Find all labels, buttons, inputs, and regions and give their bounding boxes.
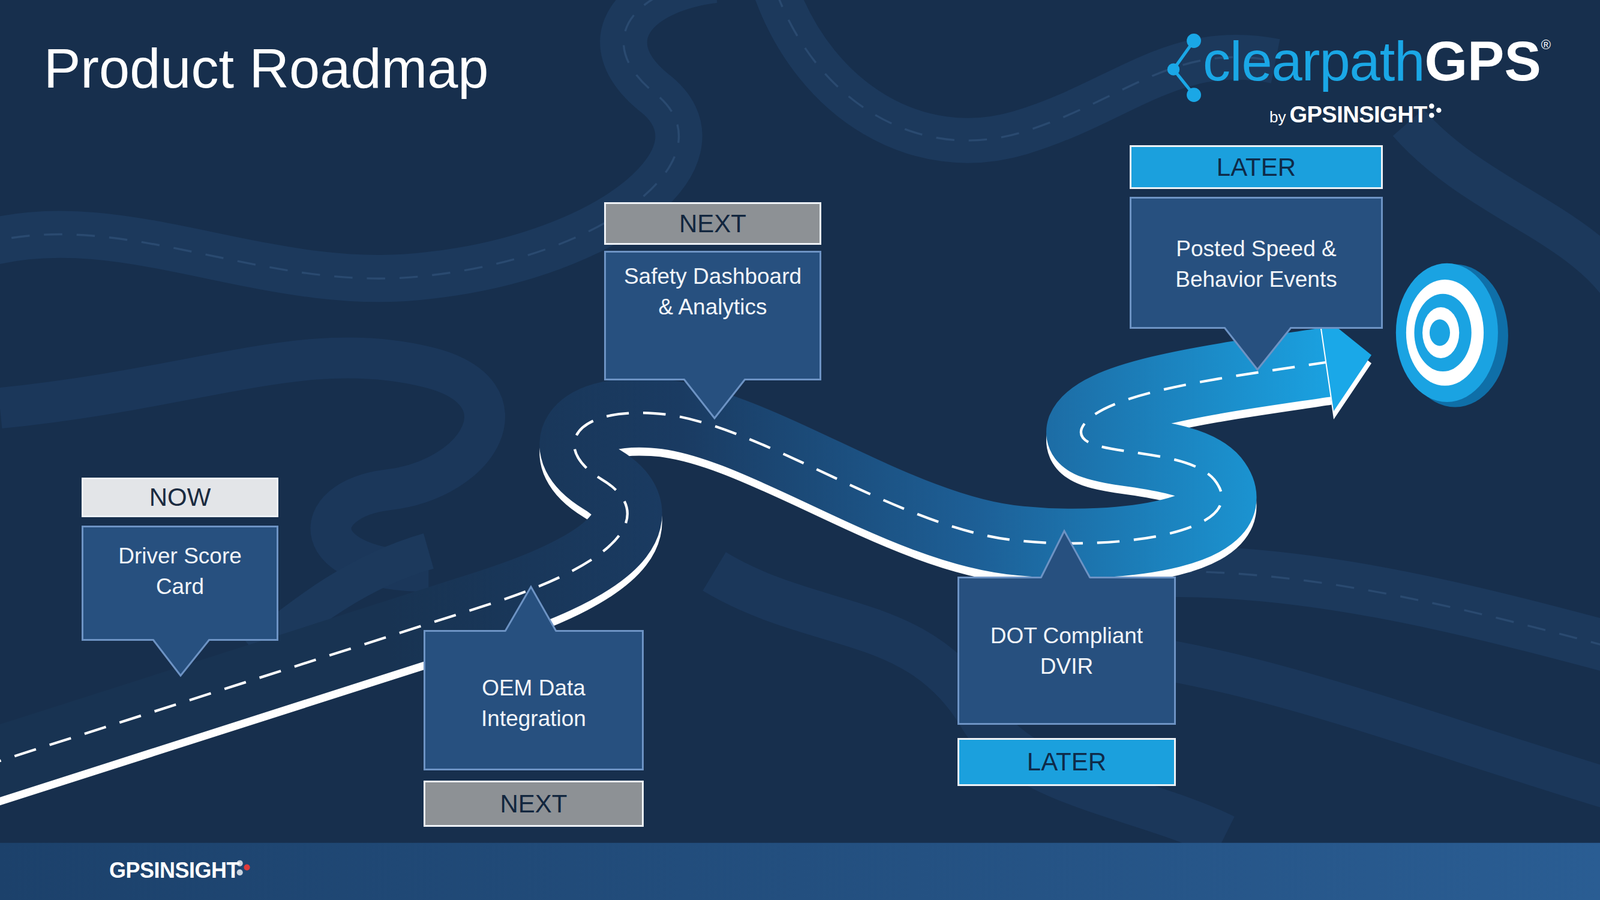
- phase-tag: NEXT: [604, 202, 822, 245]
- callout-text: Driver Score Card: [107, 540, 252, 602]
- logo-icon: [236, 33, 1442, 876]
- logo-dot: [1436, 107, 1442, 113]
- callout-box: Safety Dashboard & Analytics: [604, 250, 822, 381]
- faint-road: [1122, 652, 1600, 796]
- road-centerline: [0, 362, 1327, 768]
- logo-dot: [236, 869, 243, 876]
- callout-box: DOT Compliant DVIR: [957, 576, 1176, 725]
- roadmap-callout: OEM Data IntegrationNEXT: [423, 629, 644, 827]
- callout-pointer: [152, 638, 210, 676]
- target-ring: [1406, 279, 1484, 386]
- callout-text: OEM Data Integration: [464, 672, 603, 734]
- logo-dot: [1186, 33, 1202, 48]
- callout-box: Driver Score Card: [81, 525, 279, 641]
- road-surface: [0, 362, 1327, 768]
- footer-bar: [0, 842, 1600, 900]
- target-ring: [1396, 263, 1499, 402]
- phase-tag: NOW: [81, 477, 279, 518]
- slide-title: Product Roadmap: [43, 37, 489, 101]
- roadmap-callout: LATER Posted Speed & Behavior Events: [1129, 145, 1383, 329]
- logo-row: clearpathGPS®: [1202, 29, 1551, 93]
- callout-pointer: [1040, 530, 1091, 579]
- logo-wordmark: GPS: [1424, 29, 1541, 93]
- callout-box: OEM Data Integration: [423, 629, 644, 771]
- logo-dot: [1429, 112, 1435, 119]
- callout-text: Posted Speed & Behavior Events: [1157, 233, 1356, 295]
- roadmap-callout: DOT Compliant DVIR LATER: [957, 576, 1176, 786]
- callout-pointer: [1224, 326, 1292, 370]
- roadmap-callout: NOW Driver Score Card: [81, 477, 279, 641]
- target-center: [1429, 319, 1451, 346]
- logo-dot: [1186, 87, 1202, 102]
- callout-pointer-edge: [505, 586, 557, 632]
- target-ring: [1414, 293, 1472, 372]
- logo-byline: by: [1269, 107, 1286, 127]
- footer-logo: GPSINSIGHT: [109, 857, 240, 884]
- faint-road-dash: [775, 0, 1276, 141]
- faint-road: [714, 571, 1225, 837]
- phase-tag: NEXT: [423, 780, 644, 827]
- logo-dot: [244, 863, 251, 870]
- callout-pointer-edge: [152, 639, 210, 676]
- phase-tag: LATER: [957, 737, 1176, 786]
- faint-road-dash: [1173, 571, 1600, 653]
- callout-text: DOT Compliant DVIR: [976, 620, 1157, 682]
- target-ring: [1422, 307, 1460, 359]
- faint-road: [1173, 571, 1600, 653]
- callout-pointer: [505, 586, 557, 633]
- logo-dot: [236, 860, 243, 867]
- callout-pointer-edge: [1224, 327, 1292, 370]
- callout-pointer-edge: [1040, 530, 1091, 578]
- roadmap-callout: NEXT Safety Dashboard & Analytics: [604, 202, 822, 381]
- registered-mark: ®: [1541, 37, 1551, 53]
- callout-box: Posted Speed & Behavior Events: [1129, 196, 1383, 329]
- target: [1396, 263, 1509, 408]
- byline-row: byGPSINSIGHT: [1269, 101, 1428, 128]
- logo-wordmark: clearpath: [1202, 29, 1425, 93]
- background-roads: [0, 0, 1600, 837]
- callout-pointer: [683, 377, 746, 419]
- footer-row: GPSINSIGHT: [109, 857, 240, 884]
- main-road: [0, 313, 1372, 776]
- logo-dot: [1429, 103, 1435, 110]
- callout-text: Safety Dashboard & Analytics: [617, 260, 809, 323]
- logo-dot: [1167, 62, 1180, 75]
- faint-road: [775, 0, 1276, 141]
- logo-byline: GPSINSIGHT: [1289, 101, 1427, 128]
- callout-pointer-edge: [683, 379, 746, 419]
- phase-tag: LATER: [1129, 145, 1383, 189]
